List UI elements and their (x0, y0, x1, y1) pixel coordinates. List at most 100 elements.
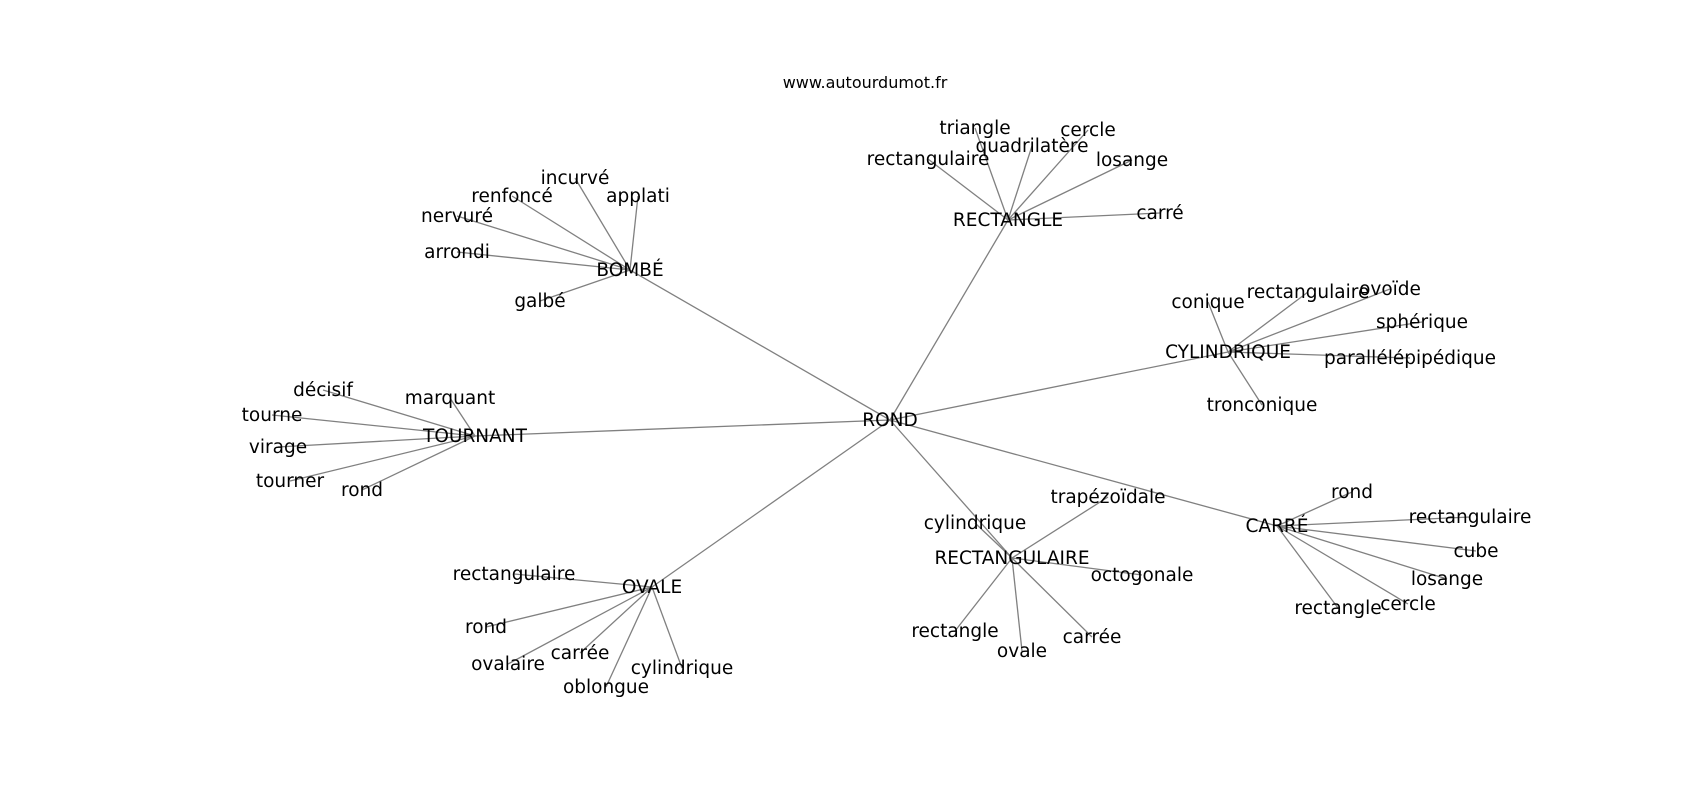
edge-hub-to-leaf (629, 195, 639, 271)
leaf-node-label[interactable]: cube (1453, 541, 1498, 562)
edge-hub-to-leaf (271, 414, 476, 437)
leaf-node-label[interactable]: losange (1096, 150, 1168, 171)
graph-edges (271, 127, 1477, 688)
edge-hub-to-leaf (1227, 351, 1263, 406)
leaf-node-label[interactable]: losange (1411, 569, 1483, 590)
edge-hub-to-leaf (1276, 491, 1353, 527)
hub-node-label[interactable]: CARRÉ (1246, 515, 1309, 537)
edge-hub-to-leaf (1007, 145, 1033, 221)
leaf-node-label[interactable]: marquant (405, 388, 495, 409)
hub-node-label[interactable]: RECTANGULAIRE (934, 548, 1089, 569)
leaf-node-label[interactable]: carré (1136, 203, 1183, 224)
leaf-node-label[interactable]: cercle (1380, 594, 1435, 615)
leaf-node-label[interactable]: cylindrique (924, 513, 1026, 534)
leaf-node-label[interactable]: tourne (242, 405, 303, 426)
edge-hub-to-leaf (1276, 516, 1471, 527)
edge-hub-to-leaf (507, 586, 653, 665)
leaf-node-label[interactable]: cercle (1060, 120, 1115, 141)
hub-node-label[interactable]: TOURNANT (422, 426, 528, 447)
hub-node-label[interactable]: OVALE (622, 577, 682, 598)
edge-hub-to-leaf (456, 215, 631, 271)
leaf-node-label[interactable]: carrée (1063, 627, 1122, 648)
edge-hub-to-leaf (449, 397, 476, 437)
hub-node-label[interactable]: CYLINDRIQUE (1165, 342, 1291, 363)
leaf-node-label[interactable]: octogonale (1091, 565, 1194, 586)
leaf-node-label[interactable]: conique (1171, 292, 1244, 313)
leaf-node-label[interactable]: applati (606, 186, 670, 207)
hub-node-label[interactable]: RECTANGLE (953, 210, 1063, 231)
leaf-node-label[interactable]: rond (341, 480, 383, 501)
edge-root-to-hub (474, 419, 891, 437)
edge-hub-to-leaf (1007, 129, 1089, 221)
leaf-node-label[interactable]: carrée (551, 643, 610, 664)
edge-root-to-hub (889, 419, 1278, 527)
leaf-node-label[interactable]: rond (1331, 482, 1373, 503)
edge-root-to-hub (651, 419, 891, 588)
leaf-node-label[interactable]: tourner (256, 471, 325, 492)
edge-hub-to-leaf (1276, 525, 1477, 552)
edge-hub-to-leaf (513, 573, 653, 588)
leaf-node-label[interactable]: ovoïde (1359, 279, 1421, 300)
edge-hub-to-leaf (927, 158, 1009, 221)
site-url: www.autourdumot.fr (783, 73, 948, 92)
leaf-node-label[interactable]: rectangulaire (867, 149, 990, 170)
leaf-node-label[interactable]: sphérique (1376, 312, 1468, 333)
edge-hub-to-leaf (1011, 557, 1093, 638)
leaf-node-label[interactable]: virage (249, 437, 307, 458)
edge-hub-to-leaf (574, 177, 631, 271)
hub-node-label[interactable]: BOMBÉ (596, 259, 663, 281)
edge-hub-to-leaf (1227, 321, 1423, 353)
leaf-node-label[interactable]: quadrilatère (976, 136, 1089, 157)
edge-hub-to-leaf (1007, 159, 1133, 221)
leaf-node-label[interactable]: cylindrique (631, 658, 733, 679)
leaf-node-label[interactable]: arrondi (424, 242, 490, 263)
edge-hub-to-leaf (277, 435, 476, 448)
edge-root-to-hub (889, 419, 1013, 559)
leaf-node-label[interactable]: rectangulaire (453, 564, 576, 585)
leaf-node-label[interactable]: ovale (997, 641, 1047, 662)
edge-hub-to-leaf (1011, 496, 1109, 559)
edge-hub-to-leaf (1227, 291, 1309, 353)
leaf-node-label[interactable]: galbé (514, 291, 565, 312)
edge-hub-to-leaf (361, 435, 476, 491)
edge-hub-to-leaf (1276, 525, 1409, 605)
edge-hub-to-leaf (954, 557, 1013, 632)
edge-root-to-hub (889, 219, 1009, 421)
edge-hub-to-leaf (1227, 351, 1411, 359)
leaf-node-label[interactable]: rectangle (911, 621, 998, 642)
root-node-label[interactable]: ROND (862, 410, 918, 431)
edge-hub-to-leaf (974, 522, 1013, 559)
leaf-node-label[interactable]: incurvé (541, 168, 610, 189)
edge-hub-to-leaf (539, 269, 631, 302)
leaf-node-label[interactable]: triangle (939, 118, 1010, 139)
leaf-node-label[interactable]: rectangle (1294, 598, 1381, 619)
edge-hub-to-leaf (651, 586, 683, 669)
leaf-node-label[interactable]: décisif (293, 380, 353, 401)
leaf-node-label[interactable]: tronconique (1207, 395, 1318, 416)
edge-hub-to-leaf (322, 389, 476, 437)
edge-hub-to-leaf (974, 127, 1009, 221)
leaf-node-label[interactable]: rond (465, 617, 507, 638)
edge-hub-to-leaf (1207, 301, 1229, 353)
leaf-node-label[interactable]: rectangulaire (1247, 282, 1370, 303)
edge-hub-to-leaf (289, 435, 476, 482)
leaf-node-label[interactable]: trapézoïdale (1050, 487, 1165, 508)
leaf-node-label[interactable]: rectangulaire (1409, 507, 1532, 528)
leaf-node-label[interactable]: nervuré (421, 206, 493, 227)
edge-hub-to-leaf (579, 586, 653, 654)
edge-hub-to-leaf (1227, 288, 1391, 353)
edge-hub-to-leaf (1011, 557, 1143, 576)
edge-root-to-hub (889, 351, 1229, 421)
edge-hub-to-leaf (511, 195, 631, 271)
leaf-node-label[interactable]: renfoncé (471, 186, 552, 207)
leaf-node-label[interactable]: ovalaire (471, 654, 545, 675)
leaf-node-label[interactable]: parallélépipédique (1324, 348, 1496, 369)
graph-labels: RONDRECTANGLEtrianglequadrilatèrecercler… (242, 118, 1532, 698)
edge-root-to-hub (629, 269, 891, 421)
edge-hub-to-leaf (1011, 557, 1023, 652)
edge-hub-to-leaf (1276, 525, 1339, 609)
edge-hub-to-leaf (456, 251, 631, 271)
edge-hub-to-leaf (1276, 525, 1448, 580)
leaf-node-label[interactable]: oblongue (563, 677, 649, 698)
